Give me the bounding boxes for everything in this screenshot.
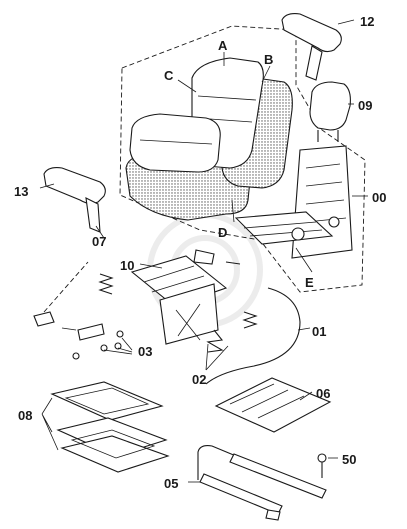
- leader-lines: [39, 19, 368, 483]
- callout-07: 07: [92, 234, 106, 249]
- callout-03: 03: [138, 344, 152, 359]
- suspension: [98, 249, 258, 353]
- callout-02: 02: [192, 372, 206, 387]
- callout-08: 08: [18, 408, 32, 423]
- callout-00: 00: [372, 190, 386, 205]
- headrest: [309, 81, 351, 142]
- bracket-07: [33, 261, 89, 327]
- callout-a: A: [218, 38, 228, 53]
- callout-10: 10: [120, 258, 134, 273]
- frame-set-08: [50, 381, 170, 473]
- callout-01: 01: [312, 324, 326, 339]
- callout-09: 09: [358, 98, 372, 113]
- callout-05: 05: [164, 476, 178, 491]
- seat-base: [129, 113, 221, 173]
- callout-e: E: [305, 275, 314, 290]
- lever-05: [197, 445, 327, 521]
- bolt-50: [317, 453, 327, 478]
- callout-06: 06: [316, 386, 330, 401]
- callout-13: 13: [14, 184, 28, 199]
- armrest-right: [281, 13, 342, 81]
- callout-d: D: [218, 225, 227, 240]
- cable: [205, 287, 301, 385]
- seat-cushion-assembly: [125, 57, 293, 221]
- seat-frame: [234, 145, 353, 259]
- hardware-03: [61, 323, 124, 360]
- armrest-left: [43, 167, 106, 233]
- slide-rail-06: [214, 377, 332, 433]
- callout-c: C: [164, 68, 174, 83]
- callout-b: B: [264, 52, 273, 67]
- callout-labels: A B C D E 12 09 00 13 07 10 01 03 02 06 …: [14, 14, 386, 491]
- callout-50: 50: [342, 452, 356, 467]
- callout-12: 12: [360, 14, 374, 29]
